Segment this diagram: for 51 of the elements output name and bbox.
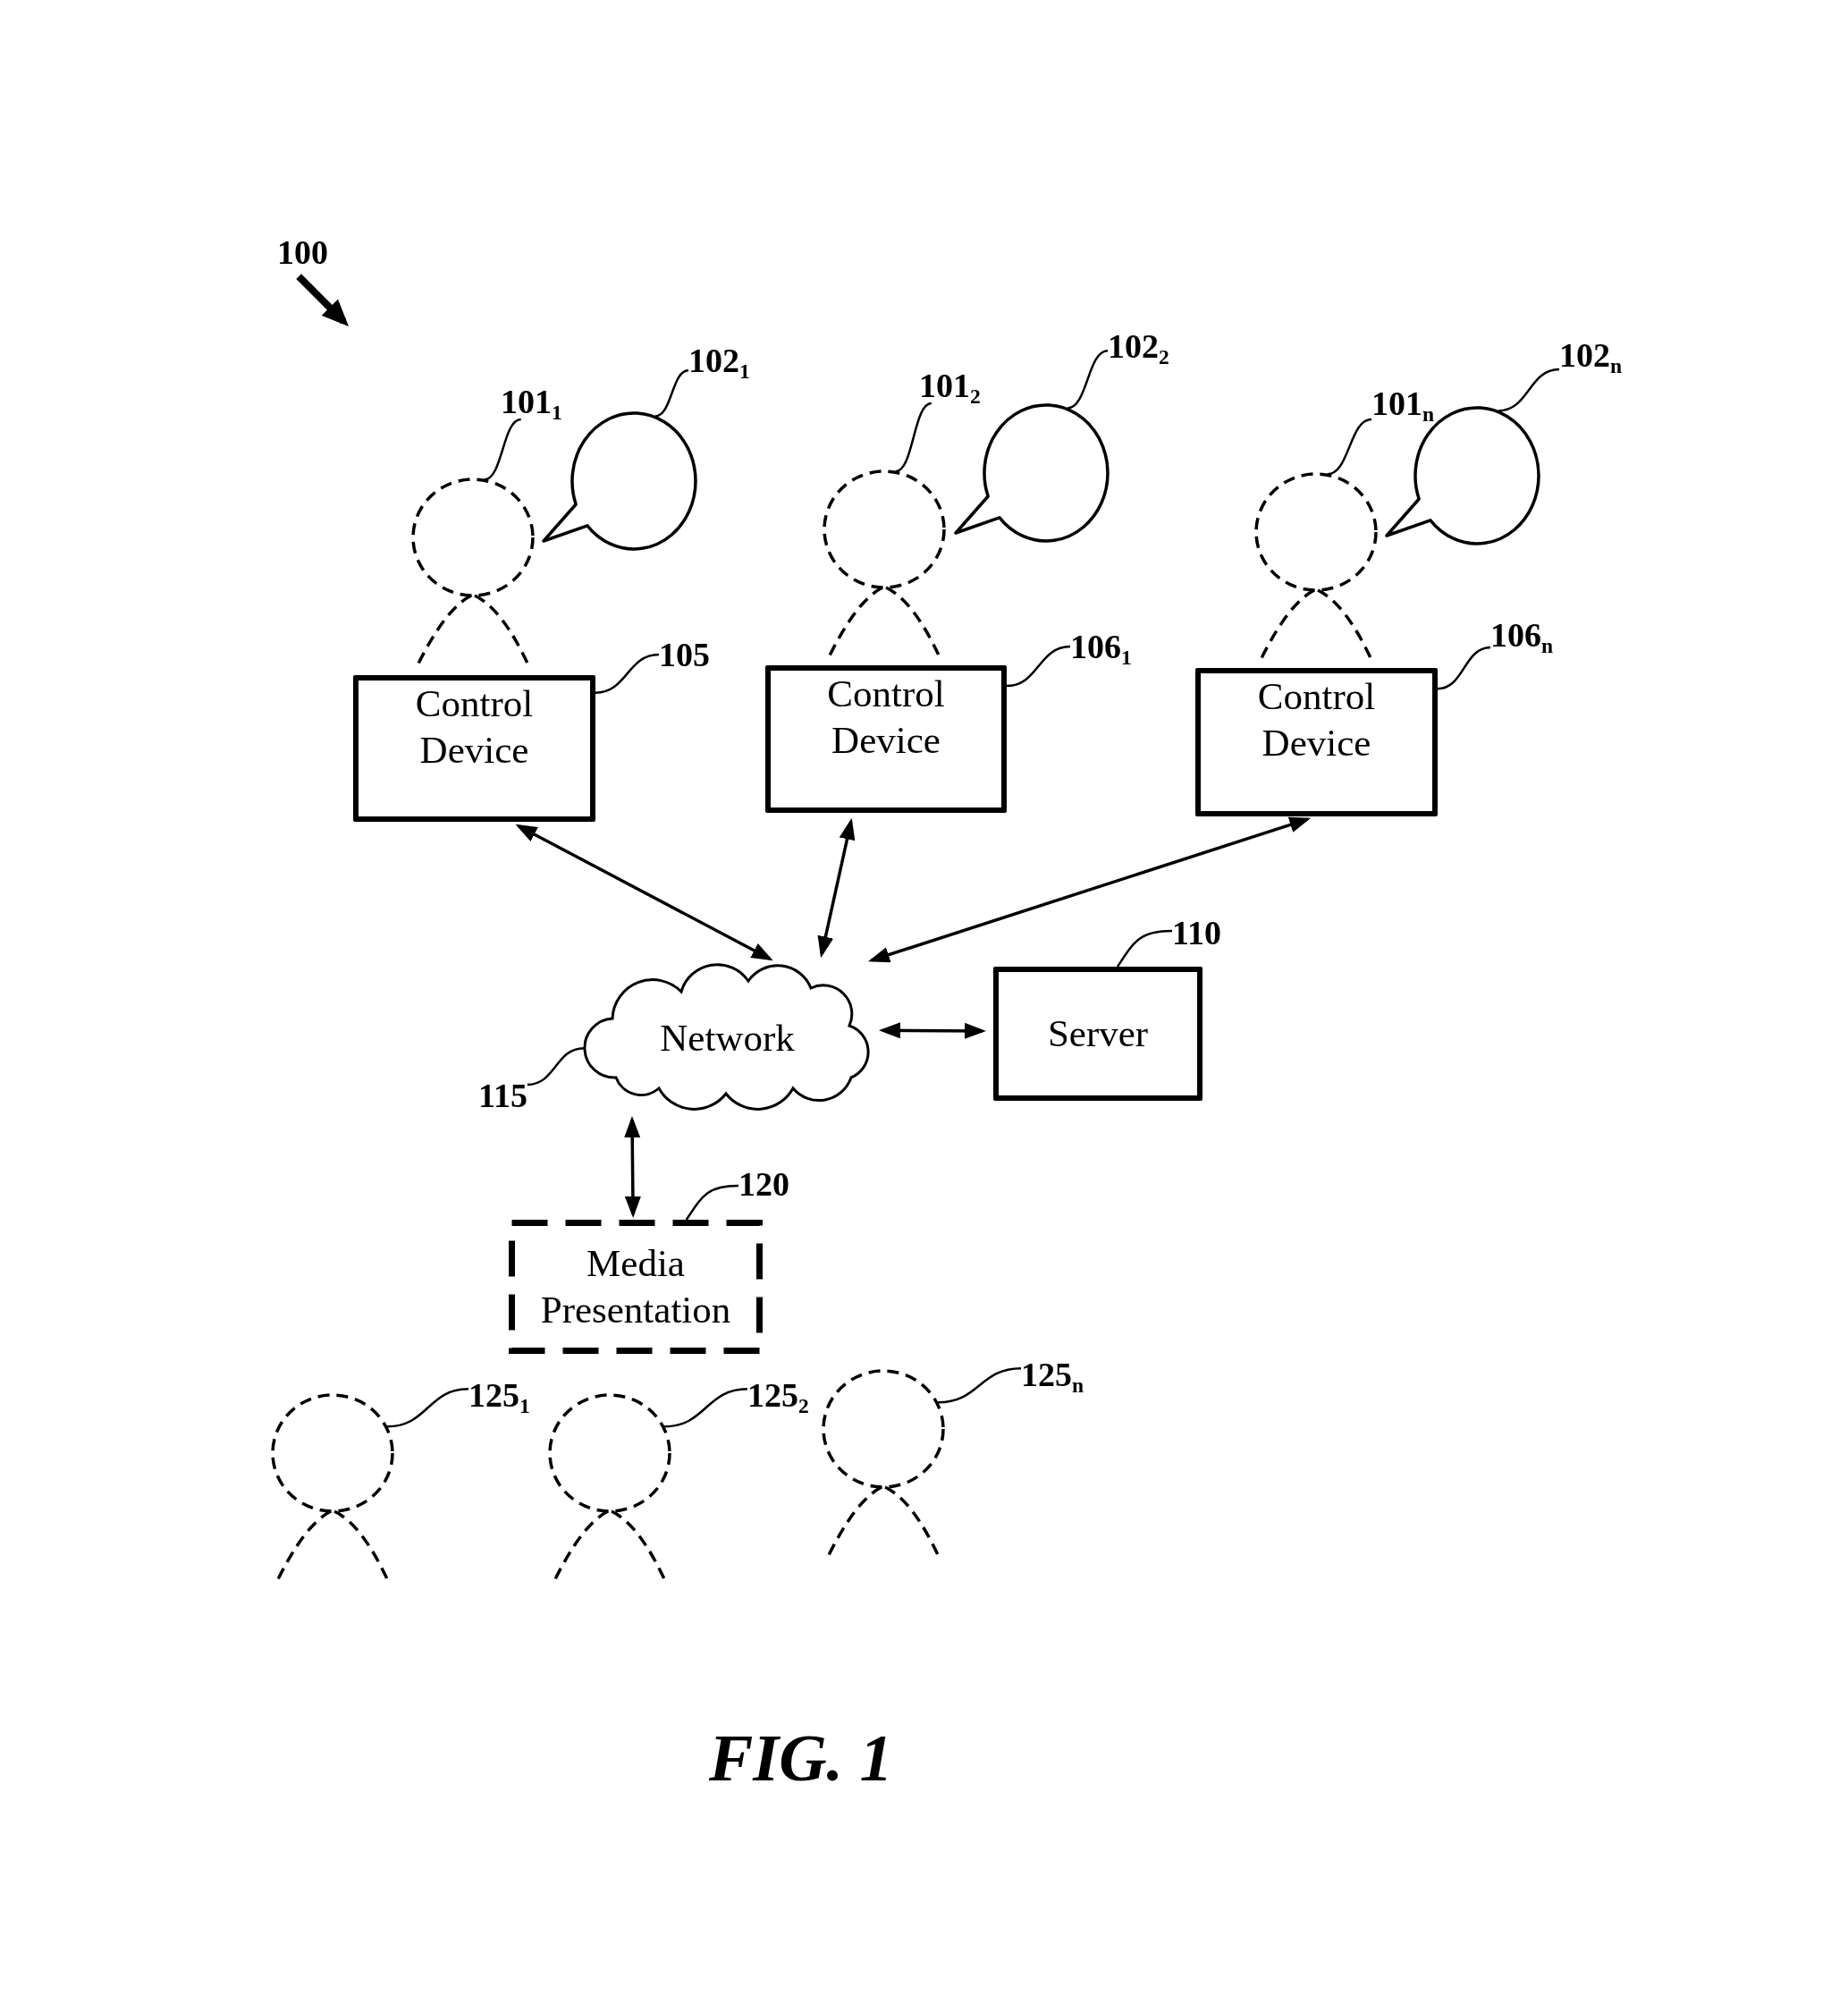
callout-number: 102$_{2}$	[1108, 328, 1169, 364]
callout-number: 125$_{1}$	[468, 1377, 530, 1413]
connector-arrow	[515, 824, 773, 961]
leader-line	[386, 1387, 469, 1428]
leader-line	[937, 1366, 1022, 1404]
callout-number: 101$_{2}$	[919, 368, 981, 403]
callout-number: 106$_{n}$	[1490, 617, 1554, 653]
leader-line	[1498, 368, 1560, 412]
callout-number: 125$_{2}$	[747, 1377, 809, 1413]
callout-number: 102$_{n}$	[1559, 337, 1623, 373]
leader-line	[527, 1046, 585, 1086]
leader-line	[1067, 350, 1109, 410]
server-box	[993, 967, 1202, 1101]
callout-number: 115	[478, 1078, 527, 1113]
connector-arrow	[868, 816, 1312, 963]
network-cloud	[583, 963, 872, 1112]
speech-bubble	[953, 402, 1110, 545]
leader-line	[654, 369, 689, 418]
device-label: Control Device	[827, 672, 945, 763]
leader-line	[895, 402, 932, 473]
leader-line	[1116, 929, 1173, 968]
leader-line	[484, 418, 522, 481]
reference-arrow	[296, 274, 349, 326]
device-label: Control Device	[1257, 674, 1376, 765]
callout-number: 125$_{n}$	[1021, 1357, 1084, 1392]
media-label: Media Presentation	[540, 1241, 731, 1332]
network-label: Network	[660, 1015, 795, 1061]
callout-number: 106$_{1}$	[1070, 629, 1132, 664]
connector-arrow	[624, 1116, 641, 1218]
callout-number: 110	[1172, 915, 1221, 951]
device-box	[353, 675, 595, 822]
figure-caption: FIG. 1	[709, 1725, 893, 1791]
leader-line	[595, 653, 660, 694]
callout-number: 101$_{n}$	[1371, 385, 1435, 421]
media-box	[509, 1220, 763, 1354]
leader-line	[685, 1184, 739, 1221]
callout-number: 105	[659, 637, 710, 672]
device-label: Control Device	[415, 681, 534, 773]
connector-arrow	[879, 1022, 986, 1039]
callout-number: 120	[738, 1166, 789, 1202]
leader-line	[663, 1387, 748, 1428]
callout-number: 100	[277, 234, 328, 270]
leader-line	[1006, 645, 1071, 688]
device-box	[1195, 668, 1438, 816]
connector-arrow	[817, 817, 856, 959]
leader-line	[1327, 418, 1372, 476]
callout-number: 102$_{1}$	[688, 342, 750, 378]
leader-line	[1437, 646, 1491, 690]
device-box	[765, 665, 1007, 813]
server-label: Server	[1047, 1011, 1149, 1056]
callout-number: 101$_{1}$	[501, 384, 562, 419]
